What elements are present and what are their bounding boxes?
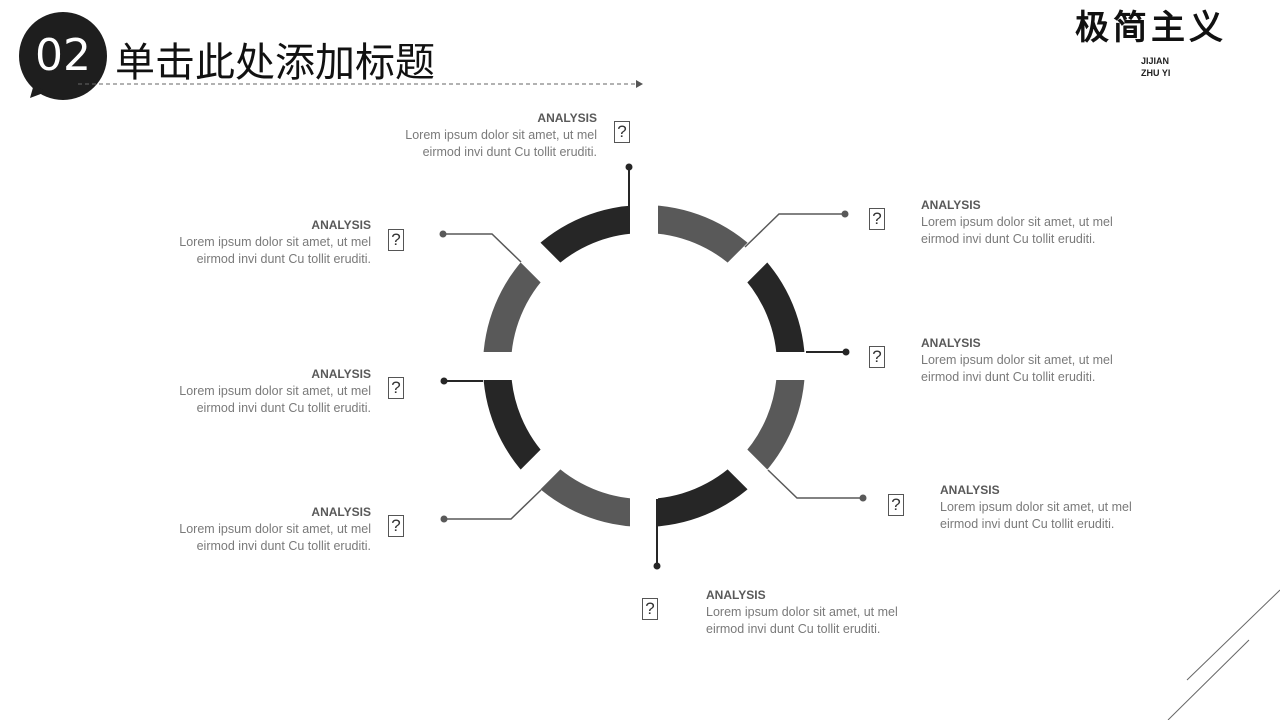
block-text-line: Lorem ipsum dolor sit amet, ut mel [940, 500, 1132, 514]
ring-segment-1 [644, 205, 758, 272]
analysis-block-1: ANALYSIS Lorem ipsum dolor sit amet, ut … [357, 110, 597, 161]
connector-6 [444, 489, 542, 520]
ring-segment-8 [530, 205, 644, 272]
block-text-line: eirmod invi dunt Cu tollit eruditi. [921, 232, 1096, 246]
block-title: ANALYSIS [940, 483, 1000, 497]
page-title[interactable]: 单击此处添加标题 [115, 40, 435, 86]
placeholder-icon: ? [869, 346, 885, 368]
analysis-block-8: ANALYSIS Lorem ipsum dolor sit amet, ut … [131, 217, 371, 268]
block-title: ANALYSIS [537, 111, 597, 125]
analysis-block-3: ANALYSIS Lorem ipsum dolor sit amet, ut … [921, 335, 1161, 386]
block-text-line: Lorem ipsum dolor sit amet, ut mel [179, 522, 371, 536]
number-badge [19, 12, 107, 100]
block-text-line: Lorem ipsum dolor sit amet, ut mel [921, 353, 1113, 367]
ring-gap [492, 214, 796, 518]
block-text-line: eirmod invi dunt Cu tollit eruditi. [940, 517, 1115, 531]
block-text-line: Lorem ipsum dolor sit amet, ut mel [921, 215, 1113, 229]
block-text-line: eirmod invi dunt Cu tollit eruditi. [921, 370, 1096, 384]
placeholder-icon: ? [888, 494, 904, 516]
block-text-line: eirmod invi dunt Cu tollit eruditi. [706, 622, 881, 636]
placeholder-icon: ? [388, 377, 404, 399]
analysis-block-4: ANALYSIS Lorem ipsum dolor sit amet, ut … [940, 482, 1180, 533]
connector-dots [439, 163, 867, 570]
logo-mark: 极简主义 [1075, 8, 1227, 48]
block-title: ANALYSIS [311, 505, 371, 519]
corner-decoration-lines [1167, 589, 1280, 720]
block-text-line: Lorem ipsum dolor sit amet, ut mel [179, 384, 371, 398]
block-title: ANALYSIS [921, 336, 981, 350]
analysis-block-5: ANALYSIS Lorem ipsum dolor sit amet, ut … [706, 587, 946, 638]
placeholder-icon: ? [388, 515, 404, 537]
ring-segment-6 [483, 366, 550, 480]
segmented-ring [444, 166, 844, 566]
logo-sub-1: JIJIAN [1141, 56, 1170, 66]
analysis-block-7: ANALYSIS Lorem ipsum dolor sit amet, ut … [131, 366, 371, 417]
block-text-line: Lorem ipsum dolor sit amet, ut mel [706, 605, 898, 619]
connectors [443, 167, 863, 566]
block-text-line: eirmod invi dunt Cu tollit eruditi. [196, 539, 371, 553]
placeholder-icon: ? [869, 208, 885, 230]
ring-segment-2 [738, 252, 805, 366]
block-text-line: Lorem ipsum dolor sit amet, ut mel [179, 235, 371, 249]
block-text-line: eirmod invi dunt Cu tollit eruditi. [196, 401, 371, 415]
ring-segment-3 [738, 366, 805, 480]
placeholder-icon: ? [614, 121, 630, 143]
connector-2 [744, 213, 845, 248]
ring-segment-5 [530, 460, 644, 527]
placeholder-icon: ? [388, 229, 404, 251]
section-number: 02 [35, 30, 91, 81]
analysis-block-6: ANALYSIS Lorem ipsum dolor sit amet, ut … [131, 504, 371, 555]
block-title: ANALYSIS [921, 198, 981, 212]
block-text-line: Lorem ipsum dolor sit amet, ut mel [405, 128, 597, 142]
analysis-block-2: ANALYSIS Lorem ipsum dolor sit amet, ut … [921, 197, 1161, 248]
block-title: ANALYSIS [706, 588, 766, 602]
arrow-icon [636, 80, 643, 88]
ring-segment-7 [483, 252, 550, 366]
connector-8 [443, 233, 522, 263]
placeholder-icon: ? [642, 598, 658, 620]
logo: 极简主义 JIJIAN ZHU YI [1075, 6, 1270, 86]
logo-sub-2: ZHU YI [1141, 68, 1171, 78]
block-title: ANALYSIS [311, 367, 371, 381]
block-text-line: eirmod invi dunt Cu tollit eruditi. [422, 145, 597, 159]
block-text-line: eirmod invi dunt Cu tollit eruditi. [196, 252, 371, 266]
connector-4 [767, 469, 863, 499]
ring-segment-4 [644, 460, 758, 527]
block-title: ANALYSIS [311, 218, 371, 232]
